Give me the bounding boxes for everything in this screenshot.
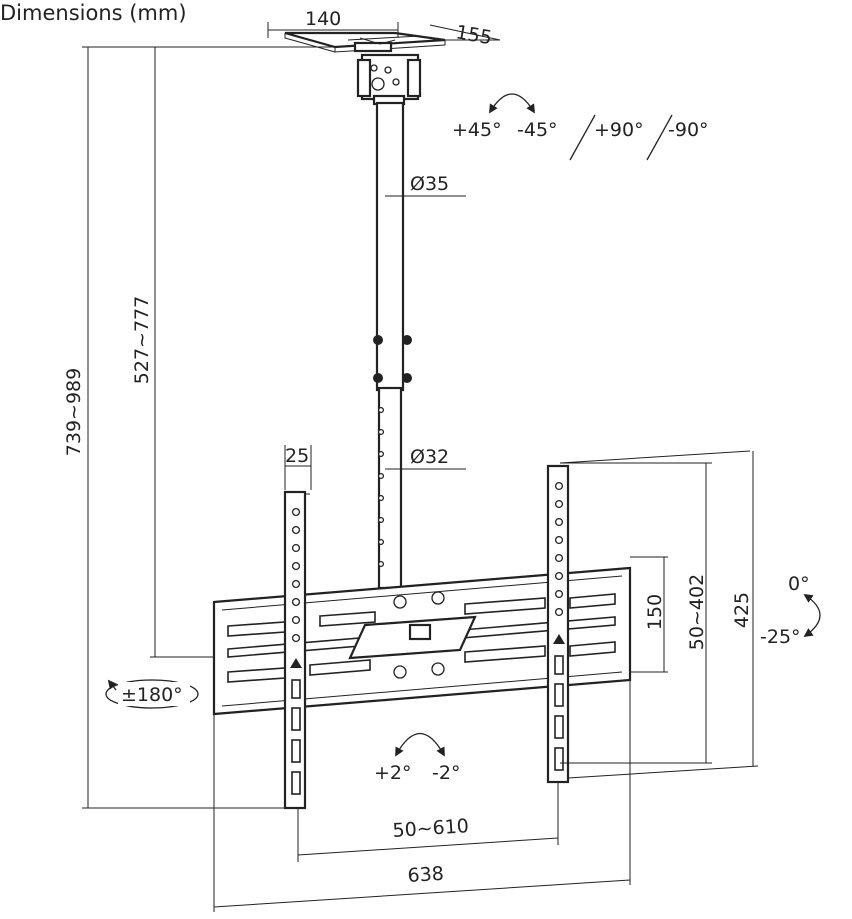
right-vertical-arm — [546, 464, 570, 784]
roll-positive-label: +2° — [374, 762, 412, 784]
ceiling-plate — [284, 31, 446, 53]
upper-pole-diameter-label: Ø35 — [410, 173, 449, 195]
rail-span-label: 150 — [644, 594, 666, 630]
roll-arrow-icon — [395, 732, 445, 757]
screen-tilt-bottom-label: -25° — [760, 626, 801, 648]
arm-depth-dimension — [284, 445, 312, 490]
dimensions-title: Dimensions (mm) — [0, 1, 187, 25]
horizontal-hole-span-label: 50~610 — [392, 815, 470, 842]
adjustable-height-label: 527~777 — [131, 296, 153, 384]
swivel-arrow-icon — [107, 679, 118, 691]
screen-tilt-arrow-icon — [803, 593, 821, 638]
roll-negative-label: -2° — [432, 762, 460, 784]
arm-depth-label: 25 — [285, 445, 309, 467]
ceiling-tilt-negative-label: -45° — [517, 119, 558, 141]
ceiling-tilt-separator — [569, 114, 596, 161]
ceiling-rotate-positive-label: +90° — [594, 119, 644, 141]
ceiling-tilt-arrow-icon — [489, 93, 535, 114]
ceiling-rotate-separator — [646, 114, 673, 161]
lower-pole — [377, 386, 403, 590]
vertical-dimension-lines — [559, 450, 759, 779]
height-dimension-lines — [82, 46, 335, 809]
upper-pole — [373, 101, 412, 392]
arm-length-label: 425 — [731, 592, 753, 628]
ceiling-plate-dimension-lines — [267, 22, 501, 41]
ceiling-rotate-negative-label: -90° — [668, 119, 709, 141]
swivel-label: ±180° — [121, 684, 183, 706]
ceiling-plate-width-label: 140 — [305, 8, 341, 30]
screen-tilt-top-label: 0° — [788, 573, 810, 595]
ceiling-bracket — [356, 53, 422, 106]
total-width-label: 638 — [407, 863, 445, 887]
horizontal-dimension-lines — [213, 680, 631, 912]
vertical-hole-span-label: 50~402 — [686, 574, 708, 650]
swivel-ellipse-icon — [105, 679, 199, 709]
total-height-label: 739~989 — [63, 368, 85, 456]
lower-pole-diameter-label: Ø32 — [410, 446, 449, 468]
left-vertical-arm — [283, 490, 310, 810]
ceiling-tilt-positive-label: +45° — [452, 119, 502, 141]
ceiling-plate-depth-label: 155 — [454, 21, 494, 49]
